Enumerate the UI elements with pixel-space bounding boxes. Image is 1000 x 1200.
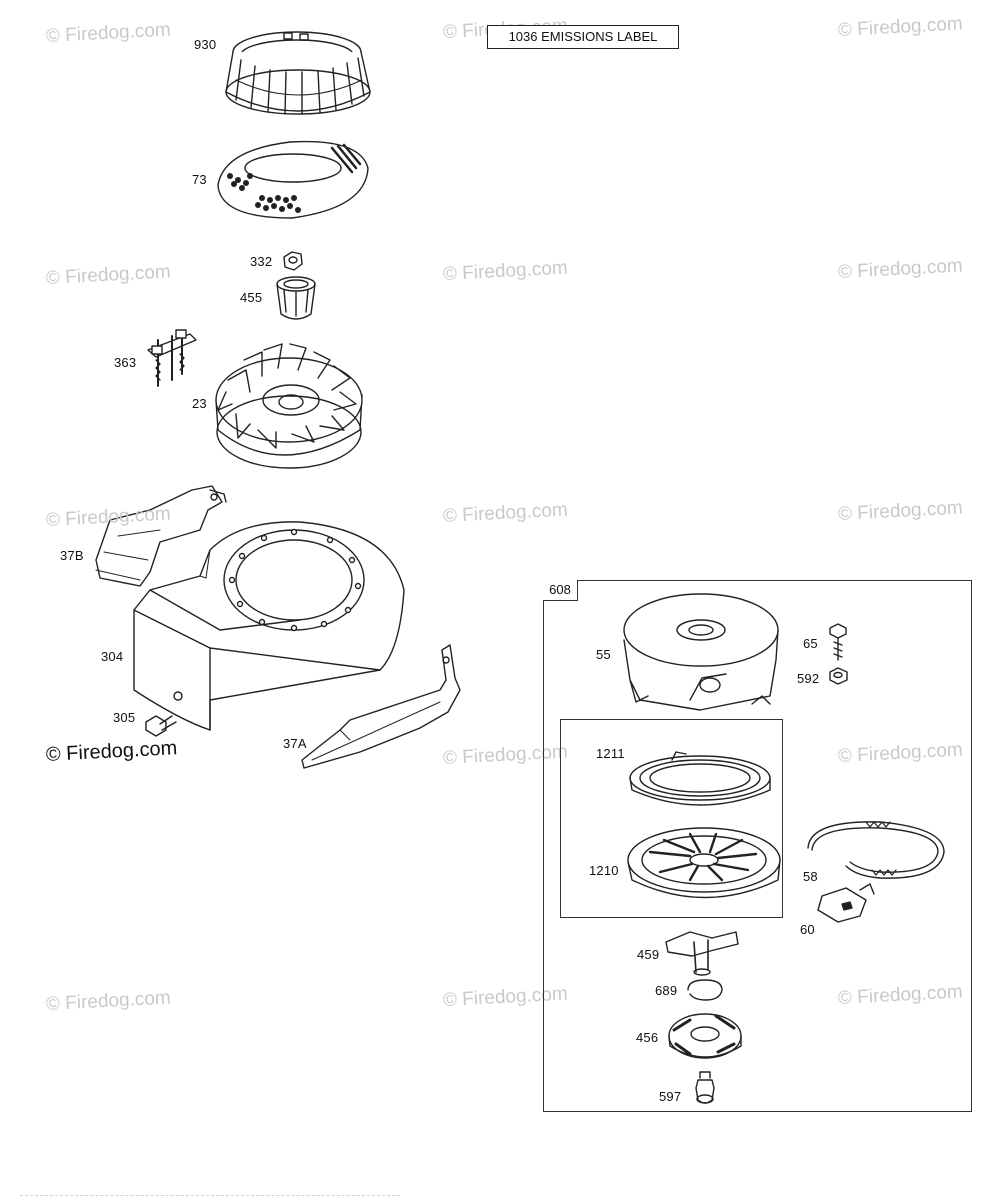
screw-65	[829, 623, 847, 661]
flywheel-23	[215, 343, 363, 469]
starter-cup-455	[276, 276, 316, 320]
part-label-689: 689	[655, 983, 678, 998]
nut-332	[283, 251, 303, 271]
part-label-363: 363	[114, 355, 137, 370]
part-label-73: 73	[192, 172, 207, 187]
part-label-455: 455	[240, 290, 263, 305]
part-label-456: 456	[636, 1030, 659, 1045]
rewind-spring-1211	[629, 751, 771, 806]
starter-rope-58	[807, 821, 945, 879]
pawl-459	[665, 931, 739, 976]
part-label-1211: 1211	[596, 746, 625, 761]
part-label-55: 55	[596, 647, 611, 662]
pulley-1210	[627, 827, 781, 899]
part-label-332: 332	[250, 254, 273, 269]
part-label-304: 304	[101, 649, 124, 664]
part-label-65: 65	[803, 636, 818, 651]
rotating-screen-930	[225, 31, 371, 115]
part-label-459: 459	[637, 947, 660, 962]
part-label-23: 23	[192, 396, 207, 411]
screw-597	[695, 1071, 715, 1104]
part-label-597: 597	[659, 1089, 682, 1104]
screen-disc-73	[217, 140, 369, 219]
air-vane-37b	[95, 485, 227, 587]
bottom-divider	[20, 1195, 400, 1198]
air-vane-37a	[301, 644, 461, 769]
part-label-58: 58	[803, 869, 818, 884]
emissions-label-box: 1036 EMISSIONS LABEL	[487, 25, 679, 49]
starter-handle-60	[817, 883, 875, 923]
retainer-ring-689	[687, 979, 723, 1001]
brake-bracket-363	[147, 329, 197, 387]
starter-housing-55	[623, 593, 779, 711]
starter-assembly-box	[543, 580, 972, 1112]
part-label-60: 60	[800, 922, 815, 937]
nut-592	[829, 667, 848, 685]
part-label-930: 930	[194, 37, 217, 52]
part-label-37a: 37A	[283, 736, 307, 751]
screw-305	[145, 715, 177, 737]
blower-housing-304	[133, 521, 405, 731]
starter-assembly-label: 608	[543, 580, 578, 601]
part-label-305: 305	[113, 710, 136, 725]
part-label-592: 592	[797, 671, 820, 686]
spring-pulley-subassembly-box	[560, 719, 783, 918]
part-label-1210: 1210	[589, 863, 619, 878]
part-label-37b: 37B	[60, 548, 84, 563]
retainer-456	[668, 1013, 742, 1059]
